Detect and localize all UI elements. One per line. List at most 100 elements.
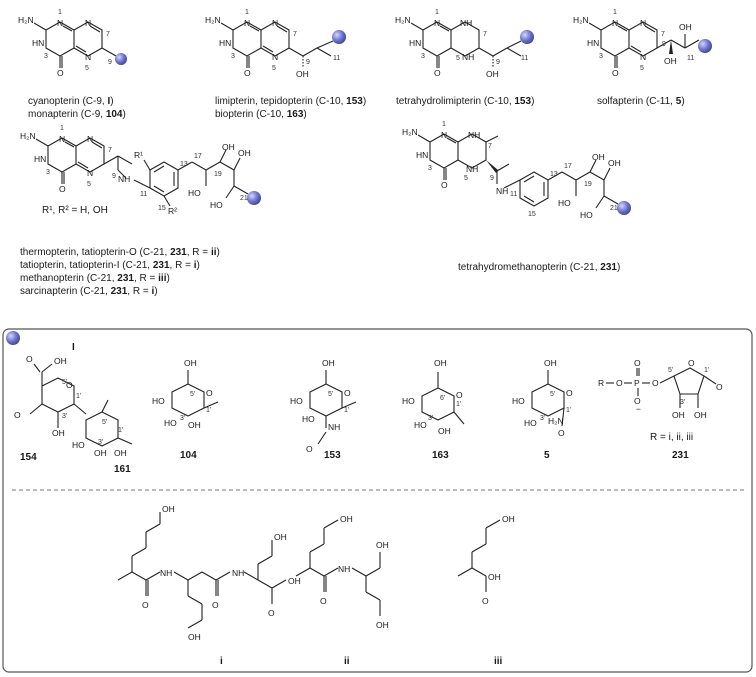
svg-text:11: 11: [510, 191, 517, 198]
svg-text:5: 5: [272, 65, 276, 72]
svg-text:3: 3: [44, 53, 48, 60]
svg-text:R²: R²: [168, 206, 177, 216]
svg-text:NH: NH: [232, 568, 244, 578]
svg-text:OH: OH: [162, 504, 175, 514]
svg-text:19: 19: [214, 171, 222, 178]
caption-methanopterin: methanopterin (C-21, 231, R = iii): [20, 273, 170, 284]
svg-text:O: O: [456, 390, 463, 400]
svg-text:OH: OH: [488, 572, 501, 582]
svg-text:3: 3: [46, 169, 50, 176]
svg-text:O: O: [441, 180, 448, 190]
svg-text:1': 1': [566, 407, 571, 414]
svg-text:9: 9: [662, 41, 666, 48]
svg-text:N: N: [87, 134, 93, 144]
caption-biopterin: biopterin (C-10, 163): [215, 109, 307, 120]
svg-text:3': 3': [680, 399, 685, 406]
caption-limipterin: limipterin, tepidopterin (C-10, 153): [215, 96, 366, 107]
svg-text:O: O: [320, 596, 327, 606]
svg-text:3': 3': [428, 415, 433, 422]
svg-text:15: 15: [528, 211, 536, 218]
svg-text:i: i: [220, 656, 223, 667]
svg-text:−: −: [636, 404, 641, 414]
svg-text:OH: OH: [340, 514, 353, 524]
svg-text:9: 9: [108, 59, 112, 66]
svg-text:OH: OH: [694, 410, 707, 420]
svg-text:163: 163: [432, 450, 449, 461]
svg-text:OH: OH: [188, 632, 201, 642]
svg-text:HO: HO: [512, 396, 525, 406]
svg-text:O: O: [616, 378, 623, 388]
caption-solfapterin: solfapterin (C-11, 5): [597, 96, 685, 107]
sugar-104: OH HO HO OH O 5' 1' 3' 104: [152, 358, 219, 461]
svg-text:OH: OH: [376, 540, 389, 550]
hn3-label: HN: [32, 38, 44, 48]
svg-text:1: 1: [245, 9, 249, 16]
svg-text:OH: OH: [672, 410, 685, 420]
svg-text:5': 5': [328, 391, 333, 398]
svg-text:3: 3: [421, 53, 425, 60]
svg-text:O: O: [634, 358, 641, 368]
svg-text:231: 231: [672, 450, 689, 461]
svg-text:OH: OH: [322, 358, 335, 368]
svg-text:N: N: [59, 134, 65, 144]
svg-text:15: 15: [158, 205, 166, 212]
svg-text:O: O: [268, 608, 275, 618]
svg-text:5: 5: [544, 450, 550, 461]
sugar-231: R O P O O − O O OH OH O 5' 1' 3' R = i, …: [598, 358, 723, 461]
svg-text:HO: HO: [210, 200, 223, 210]
caption-thermopterin: thermopterin, tatiopterin-O (C-21, 231, …: [20, 247, 220, 258]
svg-text:HO: HO: [302, 414, 315, 424]
svg-text:1': 1': [344, 407, 349, 414]
svg-text:7: 7: [483, 31, 487, 38]
svg-text:OH: OH: [502, 514, 515, 524]
sugar-163: OH HO HO OH O 6' 1' 3' 163: [402, 358, 465, 461]
svg-text:NH: NH: [468, 130, 480, 140]
n5-label: N: [85, 52, 91, 62]
svg-text:HO: HO: [558, 198, 571, 208]
svg-text:HN: HN: [416, 150, 428, 160]
structure-tetrahydromethanopterin: H₂N N HN NH NH O NH OH OH HO HO 1 3 5 7 …: [402, 121, 631, 273]
svg-text:3: 3: [231, 53, 235, 60]
svg-text:154: 154: [20, 452, 37, 463]
legend-box: [2, 328, 753, 673]
svg-text:11: 11: [521, 55, 528, 62]
svg-text:1: 1: [60, 125, 64, 132]
svg-text:N: N: [612, 18, 618, 28]
svg-text:OH: OH: [188, 420, 201, 430]
svg-text:O: O: [244, 68, 251, 78]
svg-text:OH: OH: [296, 69, 309, 79]
svg-text:5': 5': [190, 391, 195, 398]
svg-text:O: O: [66, 380, 73, 390]
svg-text:5': 5': [62, 379, 67, 386]
svg-text:ii: ii: [344, 656, 350, 667]
svg-text:H₂N: H₂N: [20, 131, 36, 141]
caption-cyanopterin: cyanopterin (C-9, I): [28, 96, 114, 107]
svg-text:OH: OH: [544, 358, 557, 368]
caption-monapterin: monapterin (C-9, 104): [28, 109, 126, 120]
n-label: N: [85, 18, 91, 28]
svg-text:1: 1: [435, 9, 439, 16]
svg-text:1': 1': [704, 367, 709, 374]
svg-text:O: O: [212, 600, 219, 610]
svg-text:O: O: [716, 382, 723, 392]
svg-text:N: N: [244, 18, 250, 28]
svg-text:R: R: [598, 378, 604, 388]
svg-text:OH: OH: [94, 448, 107, 458]
svg-text:9: 9: [496, 59, 500, 66]
svg-text:O: O: [26, 354, 33, 364]
svg-text:7: 7: [108, 147, 112, 154]
svg-text:HO: HO: [164, 418, 177, 428]
svg-text:NH: NH: [338, 564, 350, 574]
svg-text:OH: OH: [238, 148, 251, 158]
svg-text:6': 6': [440, 395, 445, 402]
svg-text:161: 161: [114, 464, 131, 475]
amine-label: H₂N: [18, 15, 34, 25]
svg-text:O: O: [206, 388, 213, 398]
n1-label: N: [57, 18, 63, 28]
svg-text:O: O: [482, 596, 489, 606]
svg-text:OH: OH: [288, 576, 301, 586]
svg-text:H₂N: H₂N: [402, 127, 418, 137]
svg-text:OH: OH: [184, 358, 197, 368]
svg-text:3': 3': [98, 439, 103, 446]
